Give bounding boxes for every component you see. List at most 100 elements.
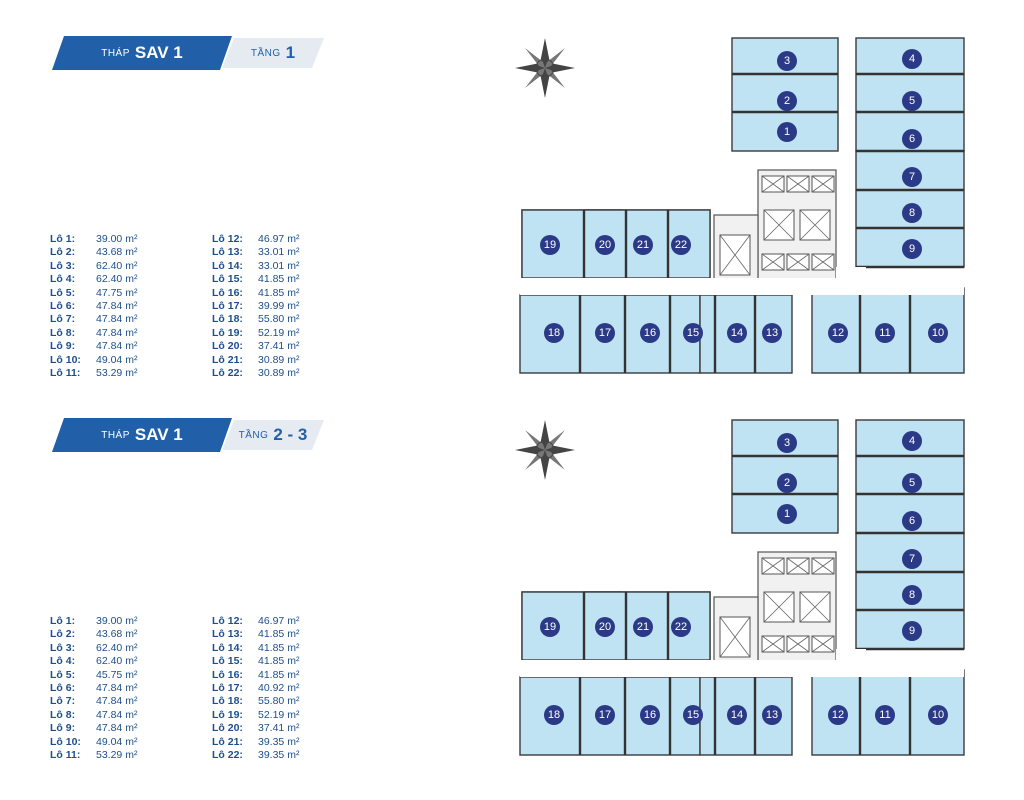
unit-number-text: 19: [544, 621, 556, 633]
unit-area-row: Lô 8:47.84 m²: [50, 327, 210, 340]
plan-lift-cross: [761, 635, 785, 653]
unit-number-badge: 7: [902, 549, 922, 569]
unit-number-circle: [928, 705, 948, 725]
unit-number-circle: [640, 323, 660, 343]
unit-label: Lô 15:: [212, 273, 243, 286]
unit-number-badge: 11: [875, 705, 895, 725]
tower-tag: THÁP SAV 1: [52, 418, 232, 452]
plan-lift-cross: [761, 175, 785, 193]
unit-area-row: Lô 1:39.00 m²: [50, 233, 210, 246]
unit-number-badge: 12: [828, 323, 848, 343]
unit-area-row: Lô 8: 47.84 m²: [50, 709, 210, 722]
unit-number-text: 11: [879, 327, 890, 339]
unit-number-circle: [777, 473, 797, 493]
unit-number-badge: 20: [595, 235, 615, 255]
unit-number-text: 11: [879, 709, 890, 721]
unit-area: 47.84 m²: [96, 681, 138, 694]
unit-area-row: Lô 13:41.85 m²: [212, 628, 372, 641]
unit-label: Lô 3:: [50, 259, 76, 272]
plan-corridor: [836, 267, 866, 288]
plan-lift-cross: [811, 253, 835, 271]
unit-area: 41.85 m²: [258, 655, 300, 668]
unit-number-text: 6: [909, 515, 915, 527]
unit-area: 39.99 m²: [258, 299, 300, 312]
unit-number-circle: [544, 323, 564, 343]
unit-area: 47.84 m²: [96, 340, 138, 353]
floor-banner: THÁP SAV 1 TẦNG 2 - 3: [52, 418, 324, 452]
unit-number-badge: 4: [902, 431, 922, 451]
unit-area-row: Lô 9:47.84 m²: [50, 722, 210, 735]
unit-label: Lô 17:: [212, 681, 243, 694]
unit-number-badge: 8: [902, 203, 922, 223]
unit-label: Lô 7:: [50, 695, 76, 708]
unit-label: Lô 10:: [50, 353, 81, 366]
plan-lift-cross: [786, 557, 810, 575]
compass-icon: [515, 420, 575, 480]
unit-area: 46.97 m²: [258, 615, 300, 627]
unit-number-text: 18: [548, 709, 560, 721]
unit-label: Lô 6:: [50, 681, 76, 694]
unit-number-circle: [683, 323, 703, 343]
unit-number-badge: 1: [777, 504, 797, 524]
unit-number-circle: [544, 705, 564, 725]
unit-label: Lô 11:: [50, 748, 81, 761]
unit-number-circle: [777, 91, 797, 111]
unit-label: Lô 5:: [50, 668, 76, 681]
unit-area-row: Lô 17:40.92 m²: [212, 682, 372, 695]
unit-number-text: 7: [909, 171, 915, 183]
floor-tag: TẦNG 2 - 3: [222, 420, 324, 450]
unit-area: 37.41 m²: [258, 722, 300, 735]
plan-lift-cross: [763, 209, 795, 241]
unit-number-badge: 9: [902, 239, 922, 259]
tower-prefix: THÁP: [101, 47, 130, 59]
unit-area: 39.35 m²: [258, 748, 300, 761]
floor-name: 2 - 3: [273, 425, 308, 444]
unit-number-circle: [640, 705, 660, 725]
unit-number-circle: [902, 203, 922, 223]
unit-label: Lô 8:: [50, 708, 76, 721]
unit-area-row: Lô 16:41.85 m²: [212, 669, 372, 682]
unit-number-text: 9: [909, 243, 915, 255]
unit-number-text: 22: [675, 239, 687, 251]
unit-area: 55.80 m²: [258, 695, 300, 708]
unit-area: 43.68 m²: [96, 246, 138, 259]
unit-number-badge: 21: [633, 617, 653, 637]
unit-number-circle: [595, 235, 615, 255]
unit-number-badge: 1: [777, 122, 797, 142]
unit-number-circle: [902, 585, 922, 605]
unit-area: 62.40 m²: [96, 273, 138, 286]
unit-number-text: 10: [932, 327, 944, 339]
unit-label: Lô 13:: [212, 246, 243, 259]
plan-corridor: [836, 649, 866, 670]
unit-number-circle: [875, 705, 895, 725]
unit-area: 62.40 m²: [96, 655, 138, 668]
plan-lift-cross: [811, 557, 835, 575]
unit-number-text: 19: [544, 239, 556, 251]
unit-label: Lô 19:: [212, 708, 243, 721]
plan-rooms: [519, 419, 965, 756]
unit-area-row: Lô 19:52.19 m²: [212, 327, 372, 340]
unit-area-row: Lô 7:47.84 m²: [50, 695, 210, 708]
unit-area: 52.19 m²: [258, 708, 300, 721]
unit-area: 47.84 m²: [96, 326, 138, 339]
unit-area-row: Lô 1:39.00 m²: [50, 615, 210, 628]
plan-lift-cross: [719, 616, 751, 658]
unit-area: 47.84 m²: [96, 708, 138, 721]
unit-label: Lô 5:: [50, 286, 76, 299]
unit-number-circle: [902, 129, 922, 149]
unit-number-badge: 18: [544, 323, 564, 343]
unit-number-circle: [902, 91, 922, 111]
unit-number-badge: 15: [683, 705, 703, 725]
unit-number-badge: 6: [902, 511, 922, 531]
unit-number-text: 3: [784, 437, 790, 449]
unit-number-circle: [828, 705, 848, 725]
unit-area: 49.04 m²: [96, 353, 138, 366]
unit-label: Lô 9:: [50, 722, 76, 735]
